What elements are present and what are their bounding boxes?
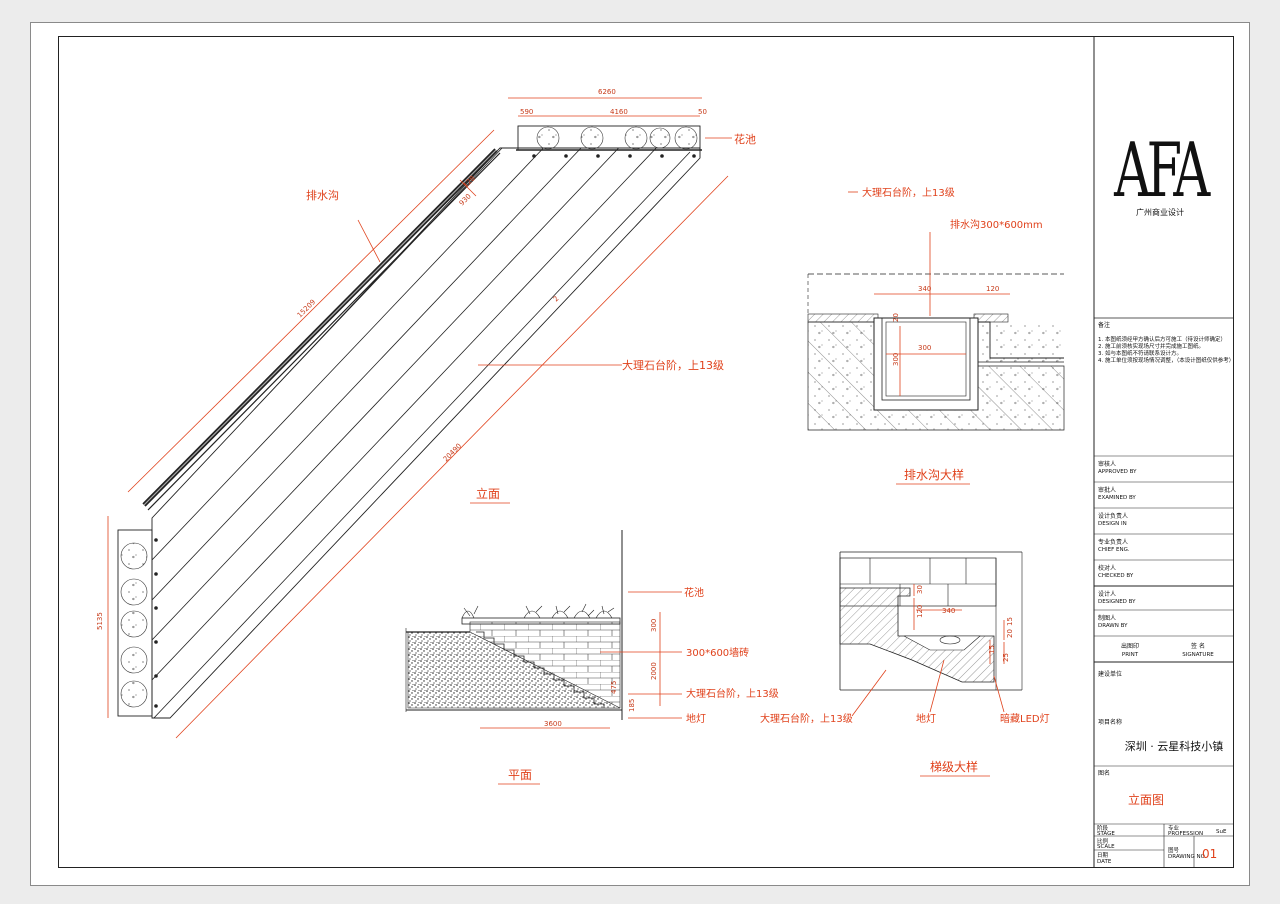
plan-label-planter: 花池 bbox=[684, 586, 704, 599]
drain-channel bbox=[142, 148, 501, 511]
step-dimension-lines bbox=[851, 584, 1005, 717]
sig-1-en: APPROVED BY bbox=[1098, 469, 1137, 475]
sig-1-cn: 审核人 bbox=[1098, 460, 1116, 468]
dim-top-mid: 4160 bbox=[610, 108, 628, 116]
dim-plan-h-a: 475 bbox=[610, 681, 618, 694]
scale-en: SCALE bbox=[1097, 844, 1115, 850]
plan-label-steps: 大理石台阶，上13级 bbox=[686, 687, 779, 700]
sig-6-en: DESIGNED BY bbox=[1098, 599, 1136, 605]
note-line-2: 2. 施工前须核实现场尺寸并完成施工图纸。 bbox=[1098, 342, 1204, 350]
drawing-number: 01 bbox=[1202, 847, 1217, 861]
drawing-no-cn: 图号 bbox=[1168, 846, 1180, 854]
label-drain: 排水沟 bbox=[306, 188, 339, 202]
caption-plan: 平面 bbox=[508, 768, 532, 782]
dim-step-e: 15 bbox=[1006, 617, 1014, 626]
dim-plan-width: 3600 bbox=[544, 720, 562, 728]
note-line-1: 1. 本图纸须经甲方确认后方可施工（待设计师确定） bbox=[1098, 335, 1226, 343]
stage-cn: 阶段 bbox=[1097, 824, 1109, 832]
dim-step-c: 340 bbox=[942, 607, 955, 615]
label-planter: 花池 bbox=[734, 133, 756, 146]
date-en: DATE bbox=[1097, 859, 1112, 865]
dim-drain-top: 340 bbox=[918, 285, 931, 293]
print-a-en: PRINT bbox=[1122, 652, 1139, 658]
sig-4-en: CHIEF ENG. bbox=[1098, 547, 1130, 553]
print-b-en: SIGNATURE bbox=[1182, 652, 1214, 658]
drain-label-steps: 大理石台阶，上13级 bbox=[862, 186, 955, 199]
sig-4-cn: 专业负责人 bbox=[1098, 538, 1128, 546]
step-label-lamp: 地灯 bbox=[916, 712, 936, 725]
dim-step-a: 30 bbox=[916, 585, 924, 594]
dim-stair-len: 20490 bbox=[442, 442, 463, 463]
profession-en: PROFESSION bbox=[1168, 831, 1203, 837]
dim-plan-h-mid: 2000 bbox=[650, 662, 658, 680]
stage-en: STAGE bbox=[1097, 831, 1115, 837]
drawing-no-en: DRAWING NO. bbox=[1168, 854, 1207, 860]
brand-subtitle: 广州商业设计 bbox=[1136, 207, 1184, 217]
sig-7-cn: 制图人 bbox=[1098, 614, 1116, 622]
caption-drain-detail: 排水沟大样 bbox=[904, 467, 964, 482]
step-detail: 30 120 340 20 15 25 15 大理石台阶，上13级 地灯 暗藏L… bbox=[760, 551, 1050, 777]
dim-plan-h-top: 300 bbox=[650, 619, 658, 632]
drawing-name: 立面图 bbox=[1128, 792, 1164, 807]
dim-diag-inner: 2 bbox=[552, 295, 561, 304]
caption-step-detail: 梯级大样 bbox=[930, 759, 978, 774]
print-b-cn: 签 名 bbox=[1191, 642, 1205, 650]
caption-elevation: 立面 bbox=[476, 486, 500, 501]
drawing-frame bbox=[58, 36, 1234, 868]
note-line-3: 3. 如与本图纸不符请联系设计方。 bbox=[1098, 349, 1182, 357]
print-a-cn: 出图印 bbox=[1121, 642, 1139, 650]
drain-label-drain: 排水沟300*600mm bbox=[950, 218, 1043, 231]
dim-step-f: 25 bbox=[1002, 653, 1010, 662]
dim-diag-outer: 15209 bbox=[296, 298, 317, 319]
dim-top-left: 590 bbox=[520, 108, 533, 116]
drain-dimension-lines bbox=[848, 191, 1010, 396]
dim-top-right: 50 bbox=[698, 108, 707, 116]
step-label-led: 暗藏LED灯 bbox=[1000, 712, 1050, 725]
dim-drain-right: 120 bbox=[986, 285, 999, 293]
dim-step-b: 120 bbox=[916, 605, 924, 618]
dim-side-height: 5135 bbox=[96, 612, 104, 630]
plan-label-tile: 300*600墙砖 bbox=[686, 646, 749, 659]
construction-unit: 建设单位 bbox=[1098, 670, 1122, 678]
sig-6-cn: 设计人 bbox=[1098, 590, 1116, 598]
dim-small-b: 930 bbox=[458, 192, 473, 207]
date-cn: 日期 bbox=[1097, 852, 1109, 859]
label-steps: 大理石台阶，上13级 bbox=[622, 358, 724, 372]
plan-label-lamp: 地灯 bbox=[686, 712, 706, 725]
notes-heading: 备注 bbox=[1098, 321, 1110, 329]
dim-step-d: 20 bbox=[1006, 629, 1014, 638]
sig-5-cn: 校对人 bbox=[1098, 564, 1116, 572]
dim-plan-h-b: 185 bbox=[628, 699, 636, 712]
plan-view: 3600 300 2000 475 185 花池 300*600墙砖 大理石台阶… bbox=[405, 530, 779, 785]
profession-cn: 专业 bbox=[1168, 824, 1180, 832]
sig-5-en: CHECKED BY bbox=[1098, 573, 1134, 579]
drawing-label: 图名 bbox=[1098, 769, 1110, 777]
dim-drain-inner-h: 300 bbox=[892, 353, 900, 366]
top-planter bbox=[516, 125, 702, 158]
plan-dimension-lines bbox=[480, 591, 682, 729]
dim-drain-small: 20 bbox=[892, 313, 900, 322]
sig-2-en: EXAMINED BY bbox=[1098, 495, 1136, 501]
project-name: 深圳 · 云星科技小镇 bbox=[1125, 739, 1224, 753]
elevation-dimension-lines bbox=[107, 97, 732, 739]
sig-3-cn: 设计负责人 bbox=[1098, 512, 1128, 520]
sub-label: SuE bbox=[1216, 829, 1227, 835]
scale-cn: 比例 bbox=[1097, 837, 1109, 845]
brand-logo: AFA bbox=[1113, 127, 1210, 215]
dim-drain-inner-w: 300 bbox=[918, 344, 931, 352]
dim-top-total: 6260 bbox=[598, 88, 616, 96]
sig-2-cn: 审批人 bbox=[1098, 486, 1116, 494]
drain-detail: 340 120 300 300 20 大理石台阶，上13级 排水沟300*600… bbox=[807, 186, 1065, 485]
dim-step-g: 15 bbox=[988, 645, 996, 654]
side-planter bbox=[117, 529, 158, 717]
sig-7-en: DRAWN BY bbox=[1098, 623, 1128, 629]
sig-3-en: DESIGN IN bbox=[1098, 521, 1127, 527]
title-block: AFA 广州商业设计 备注 1. 本图纸须经甲方确认后方可施工（待设计师确定） … bbox=[1093, 36, 1234, 868]
drawing-sheet bbox=[30, 22, 1250, 886]
note-line-4: 4. 施工单位须按现场情况调整，（本设计图纸仅供参考） bbox=[1098, 356, 1234, 364]
project-label: 项目名称 bbox=[1098, 718, 1122, 726]
step-label-steps: 大理石台阶，上13级 bbox=[760, 712, 853, 725]
